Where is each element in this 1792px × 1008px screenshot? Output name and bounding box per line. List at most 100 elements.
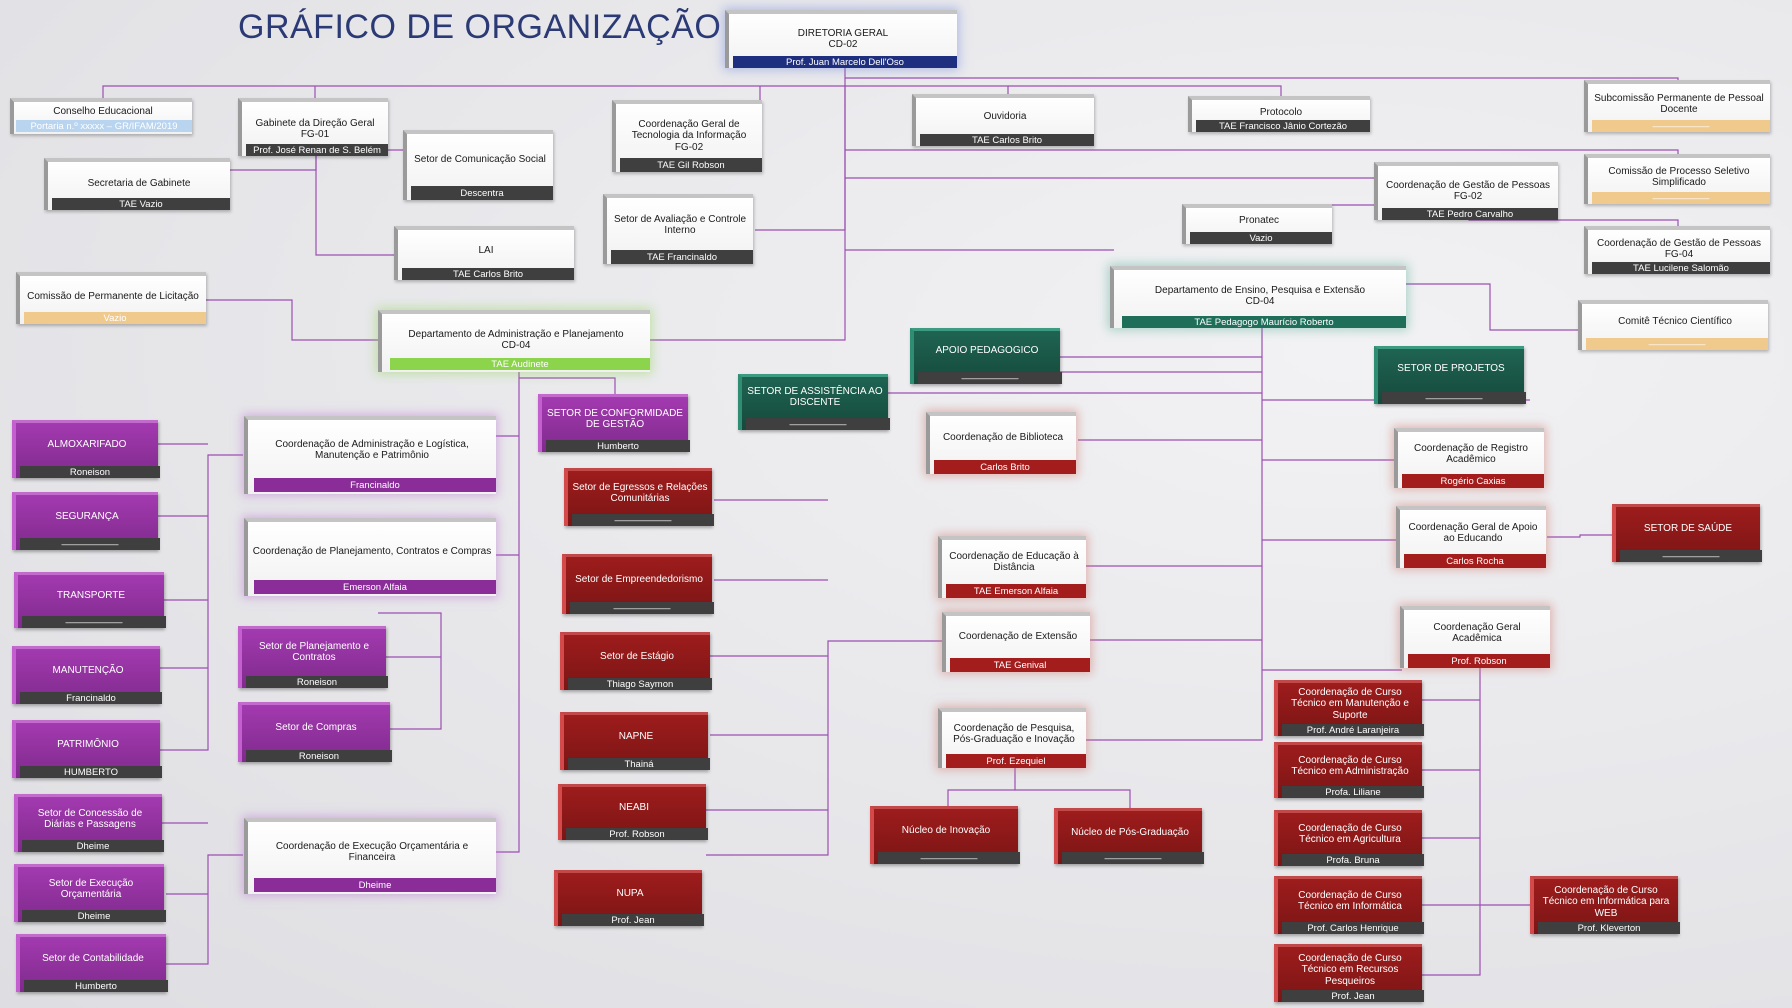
avaliacao-box[interactable]: Setor de Avaliação e Controle Interno TA… bbox=[603, 194, 753, 264]
conselho-educacional-box[interactable]: Conselho Educacional Portaria n.º xxxxx … bbox=[10, 98, 192, 134]
coord-plan-title: Coordenação de Planejamento, Contratos e… bbox=[252, 546, 492, 558]
neabi-box[interactable]: NEABI Prof. Robson bbox=[558, 784, 708, 840]
protocolo-person: TAE Francisco Jânio Cortezão bbox=[1196, 120, 1370, 132]
manutencao-title: MANUTENÇÃO bbox=[52, 665, 124, 677]
lai-box[interactable]: LAI TAE Carlos Brito bbox=[394, 226, 574, 280]
projetos-box[interactable]: SETOR DE PROJETOS —————— bbox=[1374, 346, 1526, 404]
subcomissao-box[interactable]: Subcomissão Permanente de Pessoal Docent… bbox=[1584, 80, 1770, 132]
pos-box[interactable]: Núcleo de Pós-Graduação —————— bbox=[1054, 808, 1204, 864]
neabi-person: Prof. Robson bbox=[566, 828, 708, 840]
assistencia-person: —————— bbox=[746, 418, 890, 430]
curso-web-person: Prof. Kleverton bbox=[1538, 922, 1680, 934]
cgp4-person: TAE Lucilene Salomão bbox=[1592, 262, 1770, 274]
assistencia-box[interactable]: SETOR DE ASSISTÊNCIA AO DISCENTE —————— bbox=[738, 374, 890, 430]
coord-exec-box[interactable]: Coordenação de Execução Orçamentária e F… bbox=[244, 818, 496, 894]
dap-title: Departamento de Administração e Planejam… bbox=[408, 328, 624, 340]
coord-adm-box[interactable]: Coordenação de Administração e Logística… bbox=[244, 416, 496, 494]
ead-box[interactable]: Coordenação de Educação à Distância TAE … bbox=[938, 536, 1086, 598]
academica-box[interactable]: Coordenação Geral Acadêmica Prof. Robson bbox=[1400, 606, 1550, 668]
pos-title: Núcleo de Pós-Graduação bbox=[1071, 827, 1189, 839]
curso-rec-box[interactable]: Coordenação de Curso Técnico em Recursos… bbox=[1274, 944, 1424, 1002]
apoio-educando-title: Coordenação Geral de Apoio ao Educando bbox=[1408, 521, 1538, 544]
curso-adm-person: Profa. Liliane bbox=[1282, 786, 1424, 798]
registro-box[interactable]: Coordenação de Registro Acadêmico Rogéri… bbox=[1394, 428, 1544, 488]
lai-title: LAI bbox=[478, 245, 494, 257]
diarias-person: Dheime bbox=[22, 840, 164, 852]
apoio-ped-person: —————— bbox=[918, 372, 1062, 384]
cgp4-box[interactable]: Coordenação de Gestão de Pessoas FG-04 T… bbox=[1584, 226, 1770, 274]
cgti-box[interactable]: Coordenação Geral de Tecnologia da Infor… bbox=[612, 100, 762, 172]
patrimonio-box[interactable]: PATRIMÔNIO HUMBERTO bbox=[12, 720, 162, 778]
transporte-person: —————— bbox=[22, 616, 166, 628]
protocolo-box[interactable]: Protocolo TAE Francisco Jânio Cortezão bbox=[1188, 96, 1370, 132]
empreendedorismo-box[interactable]: Setor de Empreendedorismo —————— bbox=[562, 554, 714, 614]
cgp4-code: FG-04 bbox=[1664, 249, 1694, 260]
comissao-seletivo-box[interactable]: Comissão de Processo Seletivo Simplifica… bbox=[1584, 154, 1770, 204]
comunicacao-box[interactable]: Setor de Comunicação Social Descentra bbox=[403, 130, 553, 200]
curso-info-person: Prof. Carlos Henrique bbox=[1282, 922, 1424, 934]
biblioteca-box[interactable]: Coordenação de Biblioteca Carlos Brito bbox=[926, 412, 1076, 474]
apoio-ped-box[interactable]: APOIO PEDAGOGICO —————— bbox=[910, 328, 1062, 384]
diarias-box[interactable]: Setor de Concessão de Diárias e Passagen… bbox=[14, 794, 164, 852]
curso-adm-box[interactable]: Coordenação de Curso Técnico em Administ… bbox=[1274, 742, 1424, 798]
dap-code: CD-04 bbox=[501, 340, 531, 351]
almoxarifado-box[interactable]: ALMOXARIFADO Roneison bbox=[12, 420, 160, 478]
curso-agri-person: Profa. Bruna bbox=[1282, 854, 1424, 866]
subcomissao-person: —————— bbox=[1592, 120, 1770, 132]
cgti-person: TAE Gil Robson bbox=[620, 158, 762, 172]
pesquisa-box[interactable]: Coordenação de Pesquisa, Pós-Graduação e… bbox=[938, 708, 1086, 768]
conselho-person: Portaria n.º xxxxx – GR/IFAM/2019 bbox=[16, 120, 192, 132]
conformidade-person: Humberto bbox=[546, 440, 690, 452]
cgp-box[interactable]: Coordenação de Gestão de Pessoas FG-02 T… bbox=[1374, 162, 1558, 220]
coord-adm-person: Francinaldo bbox=[254, 478, 496, 492]
inovacao-person: —————— bbox=[878, 852, 1020, 864]
saude-title: SETOR DE SAÚDE bbox=[1643, 523, 1733, 535]
licitacao-box[interactable]: Comissão de Permanente de Licitação Vazi… bbox=[16, 272, 206, 324]
conformidade-box[interactable]: SETOR DE CONFORMIDADE DE GESTÃO Humberto bbox=[538, 394, 690, 452]
gabinete-box[interactable]: Gabinete da Direção Geral FG-01 Prof. Jo… bbox=[238, 98, 388, 156]
ouvidoria-box[interactable]: Ouvidoria TAE Carlos Brito bbox=[912, 94, 1094, 146]
curso-agri-box[interactable]: Coordenação de Curso Técnico em Agricult… bbox=[1274, 810, 1424, 866]
egressos-box[interactable]: Setor de Egressos e Relações Comunitária… bbox=[564, 468, 714, 526]
cgp-title: Coordenação de Gestão de Pessoas bbox=[1386, 179, 1550, 191]
pronatec-title: Pronatec bbox=[1238, 215, 1280, 227]
apoio-ped-title: APOIO PEDAGOGICO bbox=[935, 345, 1039, 357]
setor-plan-box[interactable]: Setor de Planejamento e Contratos Roneis… bbox=[238, 626, 388, 688]
curso-info-box[interactable]: Coordenação de Curso Técnico em Informát… bbox=[1274, 876, 1424, 934]
transporte-box[interactable]: TRANSPORTE —————— bbox=[14, 572, 166, 628]
curso-manut-box[interactable]: Coordenação de Curso Técnico em Manutenç… bbox=[1274, 680, 1424, 736]
napne-title: NAPNE bbox=[618, 731, 654, 743]
compras-box[interactable]: Setor de Compras Roneison bbox=[238, 702, 392, 762]
dap-box[interactable]: Departamento de Administração e Planejam… bbox=[378, 310, 650, 372]
ead-person: TAE Emerson Alfaia bbox=[946, 584, 1086, 598]
seguranca-box[interactable]: SEGURANÇA —————— bbox=[12, 492, 160, 550]
contabilidade-box[interactable]: Setor de Contabilidade Humberto bbox=[16, 934, 168, 992]
compras-person: Roneison bbox=[246, 750, 392, 762]
pronatec-box[interactable]: Pronatec Vazio bbox=[1182, 204, 1332, 244]
napne-box[interactable]: NAPNE Thainá bbox=[560, 712, 710, 770]
diretoria-geral-box[interactable]: DIRETORIA GERAL CD-02 Prof. Juan Marcelo… bbox=[725, 10, 957, 68]
comite-person: —————— bbox=[1586, 338, 1768, 350]
subcomissao-title: Subcomissão Permanente de Pessoal Docent… bbox=[1594, 92, 1764, 115]
manutencao-box[interactable]: MANUTENÇÃO Francinaldo bbox=[12, 646, 162, 704]
curso-info-title: Coordenação de Curso Técnico em Informát… bbox=[1298, 889, 1402, 912]
gabinete-code: FG-01 bbox=[300, 129, 330, 140]
seguranca-title: SEGURANÇA bbox=[55, 511, 119, 523]
pronatec-person: Vazio bbox=[1190, 232, 1332, 244]
nupa-box[interactable]: NUPA Prof. Jean bbox=[554, 870, 704, 926]
exec-orc-box[interactable]: Setor de Execução Orçamentária Dheime bbox=[14, 864, 166, 922]
depe-person: TAE Pedagogo Maurício Roberto bbox=[1122, 316, 1406, 328]
cgti-title: Coordenação Geral de Tecnologia da Infor… bbox=[631, 119, 747, 142]
curso-web-box[interactable]: Coordenação de Curso Técnico em Informát… bbox=[1530, 876, 1680, 934]
inovacao-box[interactable]: Núcleo de Inovação —————— bbox=[870, 806, 1020, 864]
ouvidoria-title: Ouvidoria bbox=[983, 111, 1027, 123]
secretaria-box[interactable]: Secretaria de Gabinete TAE Vazio bbox=[44, 158, 230, 210]
estagio-box[interactable]: Setor de Estágio Thiago Saymon bbox=[560, 632, 712, 690]
registro-title: Coordenação de Registro Acadêmico bbox=[1414, 442, 1528, 465]
coord-plan-box[interactable]: Coordenação de Planejamento, Contratos e… bbox=[244, 518, 496, 596]
saude-box[interactable]: SETOR DE SAÚDE —————— bbox=[1612, 504, 1762, 562]
extensao-box[interactable]: Coordenação de Extensão TAE Genival bbox=[942, 612, 1090, 672]
apoio-educando-box[interactable]: Coordenação Geral de Apoio ao Educando C… bbox=[1396, 506, 1546, 568]
depe-box[interactable]: Departamento de Ensino, Pesquisa e Exten… bbox=[1110, 266, 1406, 328]
comite-box[interactable]: Comitê Técnico Científico —————— bbox=[1578, 300, 1768, 350]
